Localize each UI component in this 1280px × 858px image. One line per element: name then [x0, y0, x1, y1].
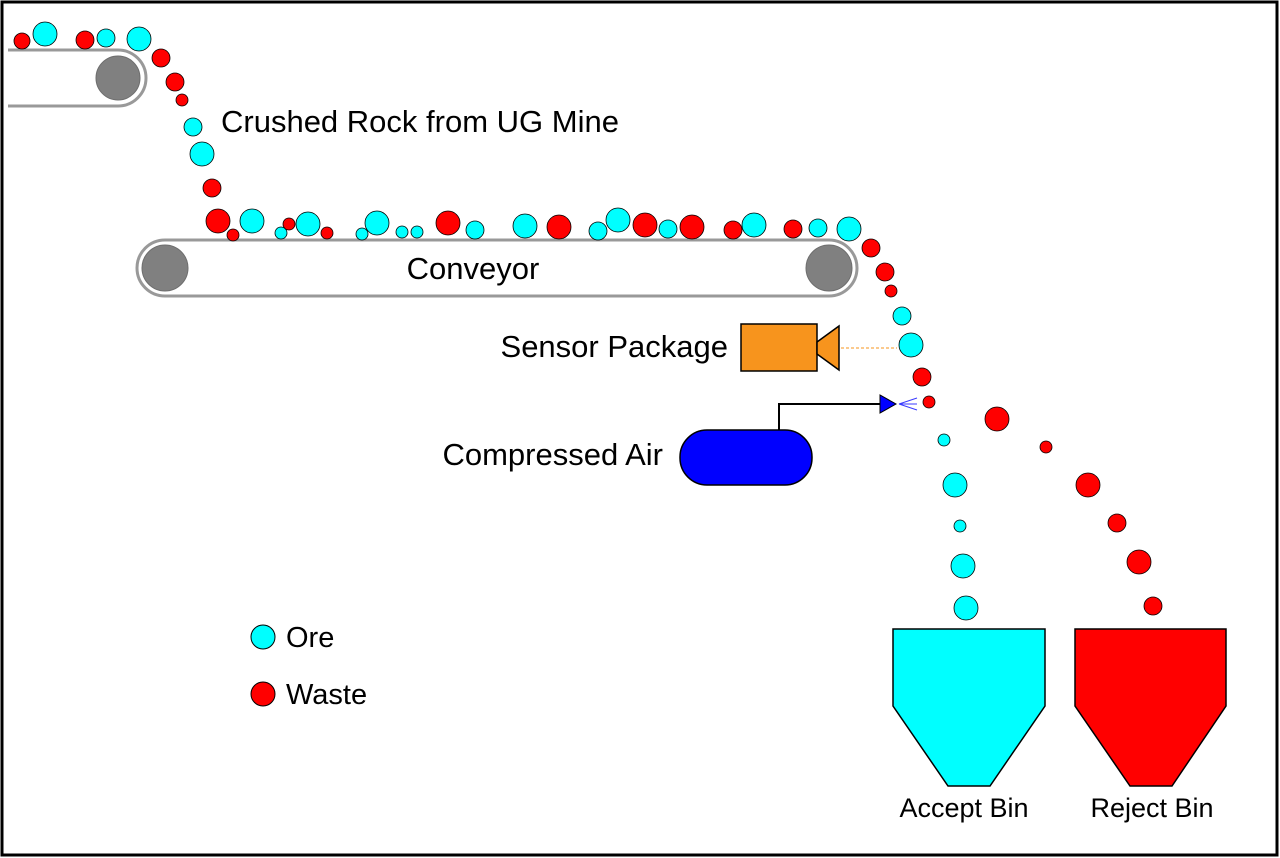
ore-particle [605, 207, 631, 233]
feed-conveyor [8, 48, 148, 108]
ore-particle [96, 28, 116, 48]
ore-particle [465, 220, 485, 240]
sensor-lens-icon [816, 324, 840, 372]
conveyor-label: Conveyor [407, 251, 540, 286]
main-conveyor-belt [135, 238, 859, 298]
waste-particle [175, 93, 189, 107]
waste-particle [226, 228, 240, 242]
ore-particle [355, 227, 369, 241]
waste-particle [984, 406, 1010, 432]
ore-particle [942, 472, 968, 498]
legend-waste-swatch [250, 681, 276, 707]
ore-particle [32, 21, 58, 47]
legend-waste-label: Waste [286, 679, 367, 711]
waste-particle [1075, 472, 1101, 498]
ore-particle [126, 26, 152, 52]
waste-particle [679, 214, 705, 240]
legend-ore-label: Ore [286, 622, 334, 654]
waste-particle [723, 220, 743, 240]
sensor-label: Sensor Package [501, 329, 728, 364]
waste-particle [922, 395, 936, 409]
ore-particle [239, 208, 265, 234]
ore-particle [183, 117, 203, 137]
ore-particle [410, 225, 424, 239]
air-line [778, 403, 880, 430]
ore-particle [892, 306, 912, 326]
waste-particle [435, 210, 461, 236]
waste-particle [1107, 513, 1127, 533]
air-label: Compressed Air [442, 437, 663, 472]
compressed-air: Compressed Air [442, 394, 918, 486]
ore-particle [588, 221, 608, 241]
ore-particle [512, 213, 538, 239]
waste-particle [1126, 549, 1152, 575]
waste-particle [632, 212, 658, 238]
ore-particle [937, 433, 951, 447]
sensor-camera-icon [740, 323, 818, 372]
reject-bin: Reject Bin [1074, 628, 1227, 823]
rock-particles [13, 21, 1163, 621]
waste-particle [861, 238, 881, 258]
sensor-package: Sensor Package [501, 323, 897, 372]
source-label: Crushed Rock from UG Mine [221, 104, 619, 139]
accept-bin: Accept Bin [892, 628, 1046, 823]
ore-particle [364, 210, 390, 236]
ore-particle [741, 212, 767, 238]
waste-particle [165, 72, 185, 92]
waste-particle [875, 262, 895, 282]
waste-particle [546, 214, 572, 240]
waste-particle [1143, 596, 1163, 616]
waste-particle [202, 178, 222, 198]
air-nozzle-icon [879, 394, 898, 414]
ore-particle [953, 595, 979, 621]
ore-particle [295, 211, 321, 237]
ore-particle [395, 225, 409, 239]
ore-particle [950, 553, 976, 579]
legend-ore-swatch [250, 624, 276, 650]
ore-particle [808, 218, 828, 238]
waste-particle [75, 30, 95, 50]
ore-particle [898, 332, 924, 358]
legend: Ore Waste [250, 622, 367, 711]
air-tank-icon [679, 429, 813, 486]
accept-bin-shape [892, 628, 1046, 787]
ore-particle [836, 216, 862, 242]
accept-bin-label: Accept Bin [899, 793, 1028, 823]
reject-bin-shape [1074, 628, 1227, 787]
ore-particle [953, 519, 967, 533]
main-conveyor-left-roller [141, 244, 189, 292]
waste-particle [912, 367, 932, 387]
air-jet-icon [898, 397, 918, 411]
waste-particle [884, 284, 898, 298]
waste-particle [151, 48, 171, 68]
main-conveyor-right-roller [805, 244, 853, 292]
feed-conveyor-roller [95, 55, 141, 101]
waste-particle [205, 208, 231, 234]
waste-particle [320, 226, 334, 240]
ore-particle [189, 141, 215, 167]
ore-particle [274, 226, 288, 240]
reject-bin-label: Reject Bin [1090, 793, 1213, 823]
ore-particle [658, 219, 678, 239]
main-conveyor: Conveyor [135, 238, 859, 298]
waste-particle [1039, 440, 1053, 454]
waste-particle [282, 217, 296, 231]
feed-conveyor-belt-inner [8, 53, 143, 103]
waste-particle [783, 219, 803, 239]
waste-particle [13, 32, 31, 50]
